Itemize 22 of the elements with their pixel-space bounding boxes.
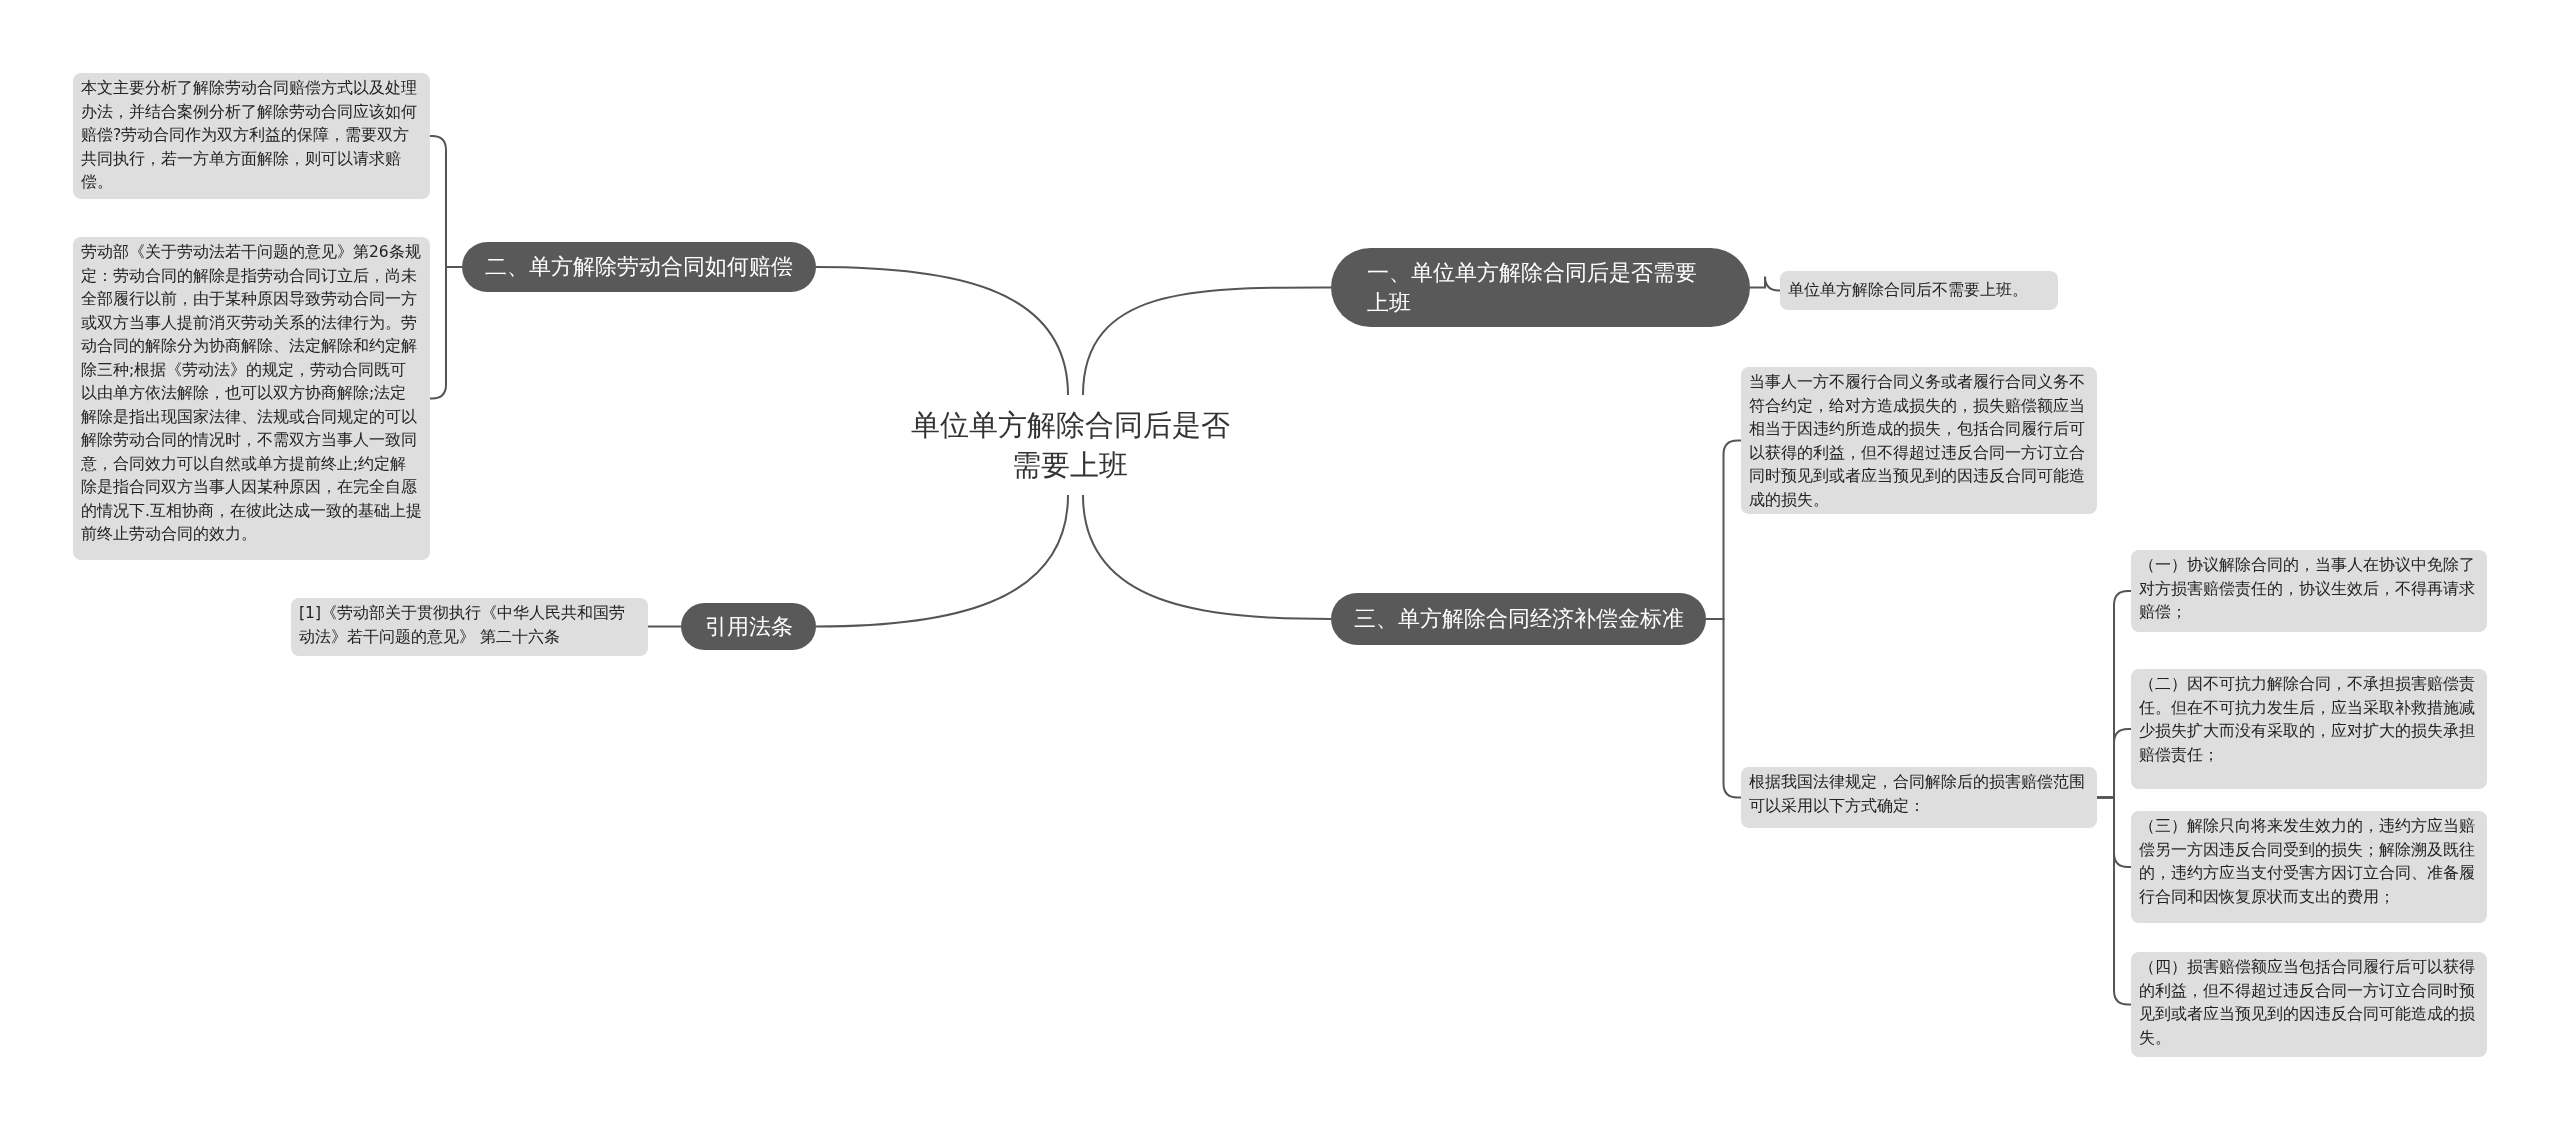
connector-line	[1749, 275, 1781, 292]
note-box: （一）协议解除合同的，当事人在协议中免除了对方损害赔偿责任的，协议生效后，不得再请求赔偿；	[2131, 550, 2487, 632]
connector-line	[429, 266, 463, 400]
note-box: 根据我国法律规定，合同解除后的损害赔偿范围可以采用以下方式确定：	[1741, 767, 2097, 828]
note-box: 当事人一方不履行合同义务或者履行合同义务不符合约定，给对方造成损失的，损失赔偿额应当相当于因违约所造成的损失，包括合同履行后可以获得的利益，但不得超过违反合同一方订立合同时预见到或者应当预见到的因违反合同可能造成的损失。	[1741, 367, 2097, 514]
connector-line	[815, 494, 1069, 628]
note-box: （四）损害赔偿额应当包括合同履行后可以获得的利益，但不得超过违反合同一方订立合同时预见到或者应当预见到的因违反合同可能造成的损失。	[2131, 952, 2487, 1057]
connector-line	[647, 625, 682, 628]
topic-box: 三、单方解除合同经济补偿金标准	[1331, 593, 1706, 645]
central-topic: 单位单方解除合同后是否需要上班	[880, 395, 1260, 495]
connector-line	[1082, 286, 1332, 396]
note-box: （二）因不可抗力解除合同，不承担损害赔偿责任。但在不可抗力发生后，应当采取补救措施减少损失扩大而没有采取的，应对扩大的损失承担赔偿责任；	[2131, 669, 2487, 789]
topic-box: 二、单方解除劳动合同如何赔偿	[462, 242, 816, 292]
note-box: （三）解除只向将来发生效力的，违约方应当赔偿另一方因违反合同受到的损失；解除溯及既往的，违约方应当支付受害方因订立合同、准备履行合同和因恢复原状而支出的费用；	[2131, 811, 2487, 923]
note-box: 单位单方解除合同后不需要上班。	[1780, 271, 2058, 310]
note-box: 本文主要分析了解除劳动合同赔偿方式以及处理办法，并结合案例分析了解除劳动合同应该如何赔偿?劳动合同作为双方利益的保障，需要双方共同执行，若一方单方面解除，则可以请求赔偿。	[73, 73, 430, 199]
topic-box: 引用法条	[681, 603, 816, 650]
topic-box: 一、单位单方解除合同后是否需要上班	[1331, 248, 1750, 327]
connector-line	[815, 266, 1069, 396]
connector-line	[1082, 494, 1332, 620]
note-box: 劳动部《关于劳动法若干问题的意见》第26条规定：劳动合同的解除是指劳动合同订立后，尚未全部履行以前，由于某种原因导致劳动合同一方或双方当事人提前消灭劳动关系的法律行为。劳动合同的解除分为协商解除、法定解除和约定解除三种;根据《劳动法》的规定，劳动合同既可以由单方依法解除，也可以双方协商解除;法定解除是指出现国家法律、法规或合同规定的可以解除劳动合同的情况时，不需双方当事人一致同意，合同效力可以自然或单方提前终止;约定解除是指合同双方当事人因某种原因，在完全自愿的情况下.互相协商，在彼此达成一致的基础上提前终止劳动合同的效力。	[73, 237, 430, 560]
note-box: [1]《劳动部关于贯彻执行《中华人民共和国劳动法》若干问题的意见》 第二十六条	[291, 598, 648, 656]
